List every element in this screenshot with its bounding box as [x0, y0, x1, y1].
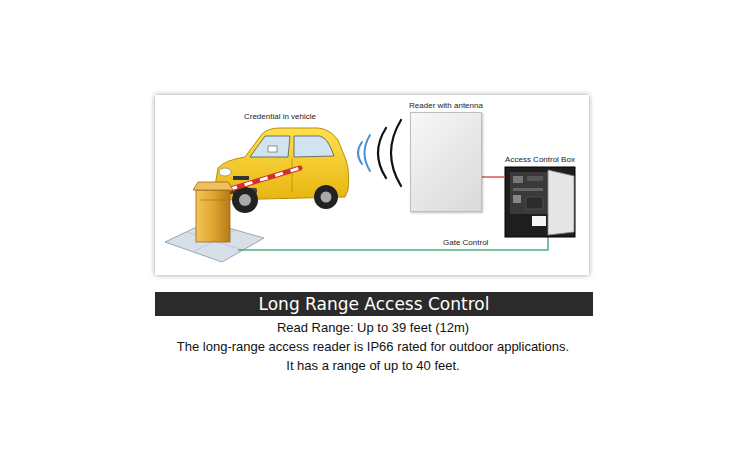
title-text: Long Range Access Control — [259, 293, 490, 315]
node-label: Reader with antenna — [409, 101, 483, 111]
read-range-text: Read Range: Up to 39 feet (12m) — [277, 320, 469, 336]
control-box-drawing — [505, 167, 575, 237]
vehicle-credential: Credential in vehicle — [210, 128, 350, 210]
wire-line — [482, 176, 505, 178]
range-text: It has a range of up to 40 feet. — [286, 358, 459, 374]
title-band: Long Range Access Control — [155, 292, 593, 316]
node-label: Access Control Box — [505, 155, 575, 165]
gate-control-wire — [238, 237, 548, 250]
barrier-gate — [193, 168, 300, 242]
access-control-box: Access Control Box — [505, 167, 575, 237]
wire-connector — [482, 177, 505, 178]
reader-antenna: Reader with antenna — [410, 112, 482, 212]
node-label: Credential in vehicle — [244, 112, 316, 122]
gate-control-label: Gate Control — [443, 238, 488, 248]
car — [215, 128, 349, 213]
description-text: The long-range access reader is IP66 rat… — [177, 339, 569, 355]
radio-waves — [358, 120, 401, 186]
